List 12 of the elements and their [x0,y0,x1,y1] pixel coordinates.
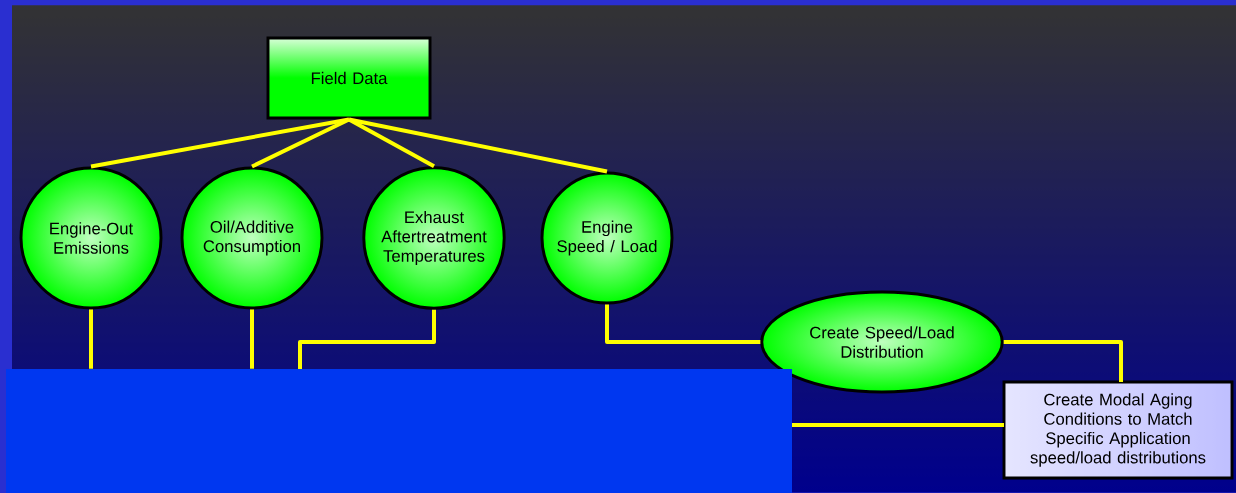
connector-line [348,117,608,174]
connector-line [1003,340,1123,382]
connector-line [348,117,435,169]
process-box: Field Data [266,36,432,120]
connector-line [251,117,350,169]
connector-line [605,304,761,344]
process-box: Create Modal Aging Conditions to Match Specific Application speed/load distributions [1002,380,1234,480]
connector-line [250,309,254,369]
connector-line [89,309,93,369]
connector-line [792,423,1004,427]
connector-line [298,309,436,369]
cover-block [6,369,792,493]
